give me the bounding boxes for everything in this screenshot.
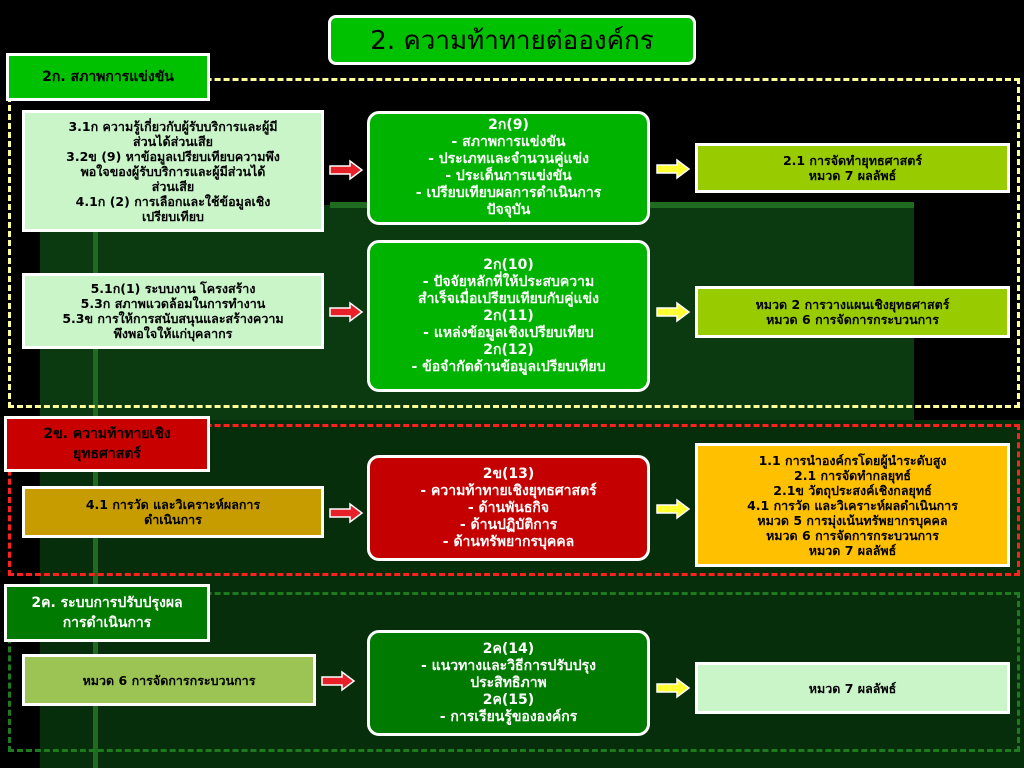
right-box-line: 4.1 การวัด และวิเคราะห์ผลดำเนินการ	[747, 497, 958, 513]
mid-box-line: 2ก(12)	[483, 341, 534, 358]
page-title: 2. ความท้าทายต่อองค์กร	[328, 15, 696, 65]
right-box-line: 1.1 การนำองค์กรโดยผู้นำระดับสูง	[758, 452, 947, 468]
mid-box-line: 2ข(13)	[482, 465, 535, 482]
mid-box-line: 2ค(14)	[482, 640, 535, 657]
left-box-workforce-system: 5.1ก(1) ระบบงาน โครงสร้าง 5.3ก สภาพแวดล้…	[22, 273, 324, 349]
left-box-line: 5.3ข การให้การสนับสนุนและสร้างความ	[62, 311, 284, 326]
mid-box-strategic-challenges: 2ข(13) - ความท้าทายเชิงยุทธศาสตร์ - ด้าน…	[367, 455, 650, 561]
mid-box-success-factors: 2ก(10) - ปัจจัยหลักที่ให้ประสบความ สำเร็…	[367, 240, 650, 392]
left-box-line: ดำเนินการ	[144, 512, 202, 527]
left-box-line: 3.1ก ความรู้เกี่ยวกับผู้รับบริการและผู้ม…	[68, 118, 278, 134]
section-header-improvement-line2: การดำเนินการ	[62, 615, 152, 631]
arrow-right-red-icon	[329, 301, 364, 323]
mid-box-line: - สภาพการแข่งขัน	[451, 134, 566, 150]
mid-box-line: - ด้านปฏิบัติการ	[459, 516, 558, 533]
section-header-improvement-line1: 2ค. ระบบการปรับปรุงผล	[31, 595, 183, 611]
zone-performance-improvement	[8, 592, 1020, 752]
mid-box-line: 2ก(10)	[483, 256, 534, 273]
mid-box-line: ประสิทธิภาพ	[470, 674, 547, 691]
right-box-line: หมวด 7 ผลลัพธ์	[808, 168, 897, 183]
left-box-customer-knowledge: 3.1ก ความรู้เกี่ยวกับผู้รับบริการและผู้ม…	[22, 110, 324, 232]
section-header-performance-improvement: 2ค. ระบบการปรับปรุงผล การดำเนินการ	[4, 584, 210, 642]
section-header-competition: 2ก. สภาพการแข่งขัน	[6, 53, 210, 101]
arrow-right-yellow-icon	[656, 677, 691, 699]
left-box-line: 5.3ก สภาพแวดล้อมในการทำงาน	[80, 296, 266, 311]
arrow-right-yellow-icon	[656, 301, 691, 323]
right-box-line: หมวด 7 ผลลัพธ์	[808, 680, 897, 696]
left-box-line: 5.1ก(1) ระบบงาน โครงสร้าง	[90, 281, 256, 296]
left-box-line: หมวด 6 การจัดการกระบวนการ	[82, 672, 256, 688]
left-box-line: เปรียบเทียบ	[142, 208, 204, 224]
left-box-line: ส่วนเสีย	[151, 178, 195, 194]
right-box-line: หมวด 7 ผลลัพธ์	[808, 542, 897, 558]
right-box-line: 2.1 การจัดทำยุทธศาสตร์	[782, 153, 923, 168]
mid-box-line: สำเร็จเมื่อเปรียบเทียบกับคู่แข่ง	[418, 290, 599, 307]
mid-box-line: 2ค(15)	[482, 691, 535, 708]
zone-strategic-challenge	[8, 424, 1020, 576]
mid-box-line: - ด้านทรัพยากรบุคคล	[442, 533, 575, 550]
arrow-right-red-icon	[329, 502, 364, 524]
mid-box-improvement-system: 2ค(14) - แนวทางและวิธีการปรับปรุง ประสิท…	[367, 630, 650, 736]
left-box-line: 3.2ข (9) หาข้อมูลเปรียบเทียบความพึง	[66, 148, 280, 164]
mid-box-line: - แนวทางและวิธีการปรับปรุง	[421, 657, 596, 674]
mid-box-competitive-environment: 2ก(9) - สภาพการแข่งขัน - ประเภทและจำนวนค…	[367, 111, 650, 225]
left-box-line: พอใจของผู้รับบริการและผู้มีส่วนได้	[80, 163, 266, 179]
left-box-line: พึงพอใจให้แก่บุคลากร	[113, 326, 233, 341]
section-header-strategic-line2: ยุทธศาสตร์	[73, 446, 141, 462]
right-box-leadership-categories: 1.1 การนำองค์กรโดยผู้นำระดับสูง 2.1 การจ…	[695, 443, 1010, 567]
arrow-right-red-icon	[329, 159, 364, 181]
right-box-line: หมวด 6 การจัดการกระบวนการ	[766, 312, 939, 327]
mid-box-line: - ประเด็นการแข่งขัน	[445, 168, 572, 184]
right-box-line: หมวด 5 การมุ่งเน้นทรัพยากรบุคคล	[757, 512, 948, 528]
left-box-line: ส่วนได้ส่วนเสีย	[132, 133, 214, 149]
mid-box-line: - แหล่งข้อมูลเชิงเปรียบเทียบ	[423, 324, 594, 341]
mid-box-line: 2ก(11)	[483, 307, 534, 324]
right-box-strategic-planning: หมวด 2 การวางแผนเชิงยุทธศาสตร์ หมวด 6 กา…	[695, 286, 1010, 338]
arrow-right-yellow-icon	[656, 158, 691, 180]
left-box-process-management: หมวด 6 การจัดการกระบวนการ	[22, 654, 316, 706]
left-box-line: 4.1 การวัด และวิเคราะห์ผลการ	[85, 497, 261, 512]
left-box-measurement-analysis: 4.1 การวัด และวิเคราะห์ผลการ ดำเนินการ	[22, 486, 324, 538]
right-box-line: หมวด 2 การวางแผนเชิงยุทธศาสตร์	[755, 297, 950, 312]
right-box-line: หมวด 6 การจัดการกระบวนการ	[766, 527, 939, 543]
mid-box-line: - ประเภทและจำนวนคู่แข่ง	[428, 151, 589, 167]
mid-box-line: - ปัจจัยหลักที่ให้ประสบความ	[422, 273, 595, 290]
page-title-text: 2. ความท้าทายต่อองค์กร	[370, 25, 654, 56]
right-box-strategy-results: 2.1 การจัดทำยุทธศาสตร์ หมวด 7 ผลลัพธ์	[695, 143, 1010, 193]
left-box-line: 4.1ก (2) การเลือกและใช้ข้อมูลเชิง	[75, 193, 271, 209]
mid-box-line: - เปรียบเทียบผลการดำเนินการ	[415, 185, 602, 201]
arrow-right-red-icon	[321, 670, 356, 692]
section-header-competition-text: 2ก. สภาพการแข่งขัน	[42, 69, 174, 85]
right-box-line: 2.1ข วัตถุประสงค์เชิงกลยุทธ์	[773, 482, 932, 498]
mid-box-line: - ข้อจำกัดด้านข้อมูลเปรียบเทียบ	[411, 358, 606, 375]
mid-box-line: - การเรียนรู้ขององค์กร	[439, 708, 578, 725]
mid-box-line: 2ก(9)	[488, 117, 529, 133]
mid-box-line: ปัจจุบัน	[486, 202, 531, 218]
mid-box-line: - ความท้าทายเชิงยุทธศาสตร์	[420, 482, 597, 499]
zone-competition	[8, 78, 1020, 408]
section-header-strategic-line1: 2ข. ความท้าทายเชิง	[43, 426, 171, 442]
arrow-right-yellow-icon	[656, 498, 691, 520]
mid-box-line: - ด้านพันธกิจ	[467, 499, 550, 516]
right-box-line: 2.1 การจัดทำกลยุทธ์	[794, 467, 911, 483]
section-header-strategic-challenge: 2ข. ความท้าทายเชิง ยุทธศาสตร์	[4, 416, 210, 472]
right-box-results: หมวด 7 ผลลัพธ์	[695, 662, 1010, 714]
